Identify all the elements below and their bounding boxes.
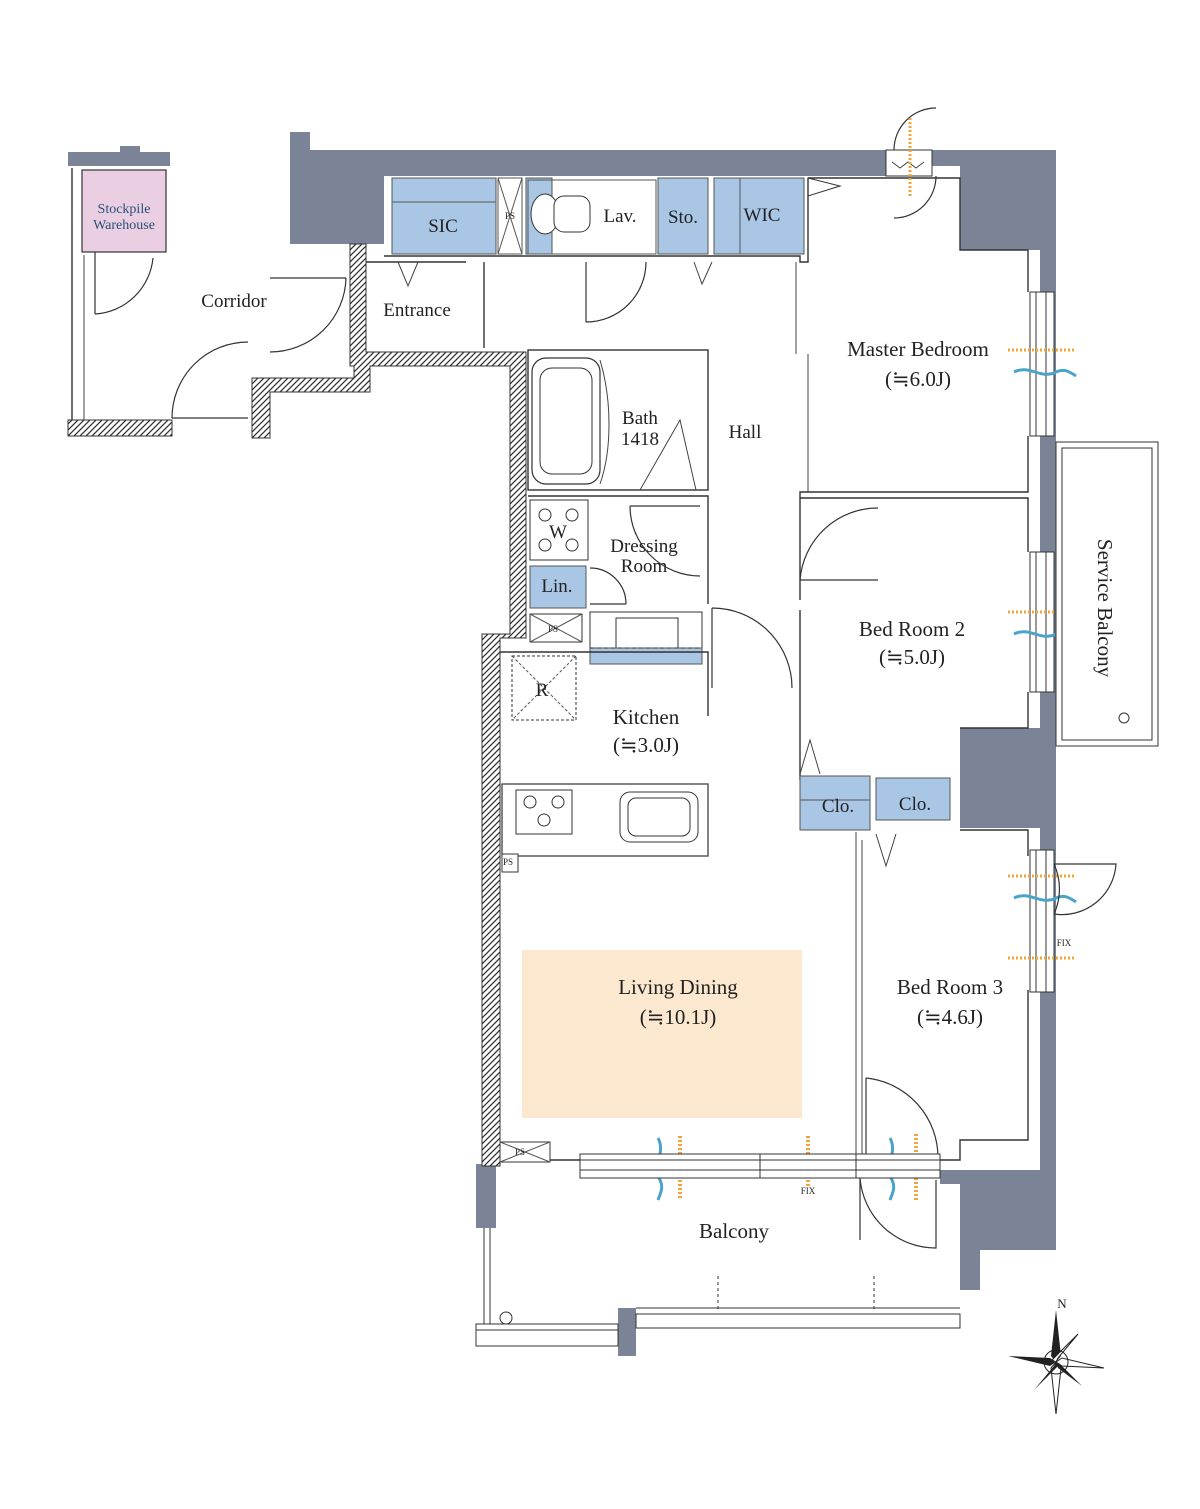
svg-text:PS: PS bbox=[505, 211, 515, 221]
clo-closet-2 bbox=[875, 777, 951, 821]
bedroom3-door[interactable] bbox=[865, 1077, 939, 1159]
sic-closet bbox=[391, 177, 497, 255]
clo-closet-1 bbox=[799, 775, 871, 831]
bed-room-3-label: Bed Room 3 bbox=[897, 975, 1003, 999]
wic-label: WIC bbox=[744, 205, 781, 226]
dressing-room: W Lin. Dressing Room PS bbox=[528, 495, 709, 665]
sto-label: Sto. bbox=[668, 207, 698, 228]
kitchen: R Kitchen (≒3.0J) PS bbox=[500, 651, 709, 873]
bath-door[interactable] bbox=[629, 505, 701, 577]
clo-label-1: Clo. bbox=[822, 796, 854, 817]
lav-label: Lav. bbox=[603, 206, 636, 227]
washer-label: W bbox=[549, 522, 567, 543]
exterior-walls bbox=[290, 132, 1056, 1356]
living-dining-size: (≒10.1J) bbox=[640, 1005, 717, 1029]
entrance-door[interactable] bbox=[269, 277, 347, 353]
svg-text:PS: PS bbox=[515, 1147, 525, 1157]
interior-walls bbox=[366, 177, 1029, 1161]
balcony: Balcony bbox=[475, 1219, 961, 1347]
clo-label-2: Clo. bbox=[899, 794, 931, 815]
sto-closet bbox=[657, 177, 709, 255]
balcony-label: Balcony bbox=[699, 1219, 769, 1243]
washer-icon bbox=[529, 499, 589, 561]
hall-label: Hall bbox=[729, 422, 762, 443]
bed-room-2-label: Bed Room 2 bbox=[859, 617, 965, 641]
fix-label-bottom: FIX bbox=[801, 1186, 816, 1196]
compass-icon: N bbox=[1008, 1296, 1105, 1415]
dressing-label: Dressing bbox=[610, 536, 678, 557]
svg-text:PS: PS bbox=[548, 624, 558, 634]
north-label: N bbox=[1057, 1296, 1067, 1311]
entrance-label: Entrance bbox=[383, 300, 451, 321]
sic-label: SIC bbox=[428, 216, 458, 237]
stove-icon bbox=[515, 789, 573, 835]
stockpile-label: Stockpile bbox=[98, 202, 151, 217]
living-dining-label: Living Dining bbox=[618, 975, 738, 999]
bedroom2-door[interactable] bbox=[799, 507, 879, 581]
lav-door[interactable] bbox=[585, 261, 647, 323]
master-bedroom-size: (≒6.0J) bbox=[885, 367, 951, 391]
kitchen-size: (≒3.0J) bbox=[613, 733, 679, 757]
sink-icon bbox=[619, 791, 699, 843]
service-balcony-label: Service Balcony bbox=[1093, 539, 1117, 678]
top-storage-row: SIC PS Lav. Sto. WIC bbox=[391, 177, 842, 255]
bath-room: Bath 1418 bbox=[527, 349, 709, 491]
windows-right bbox=[1029, 291, 1055, 993]
corridor-door[interactable] bbox=[171, 341, 249, 419]
dressing-room-label: Room bbox=[621, 556, 668, 577]
master-bedroom-label: Master Bedroom bbox=[847, 337, 989, 361]
bath-label: Bath bbox=[622, 408, 658, 429]
bed-room-2-size: (≒5.0J) bbox=[879, 645, 945, 669]
kitchen-label: Kitchen bbox=[613, 705, 680, 729]
fix-label-right: FIX bbox=[1057, 938, 1072, 948]
linen-label: Lin. bbox=[541, 576, 572, 597]
corridor-label: Corridor bbox=[201, 291, 267, 312]
wic-closet bbox=[713, 177, 805, 255]
svg-text:PS: PS bbox=[503, 857, 513, 867]
stockpile-warehouse: Stockpile Warehouse bbox=[67, 146, 173, 437]
bath-size-label: 1418 bbox=[621, 429, 659, 450]
bed-room-3-size: (≒4.6J) bbox=[917, 1005, 983, 1029]
fridge-label: R bbox=[536, 680, 549, 701]
warehouse-label: Warehouse bbox=[93, 218, 155, 233]
dressing-door[interactable] bbox=[711, 607, 793, 689]
shared-wall bbox=[251, 243, 527, 1167]
linen-closet bbox=[529, 565, 587, 609]
service-balcony: Service Balcony bbox=[1055, 441, 1159, 747]
balcony-sliding-doors: FIX bbox=[579, 1153, 941, 1249]
living-dining-highlight bbox=[522, 950, 802, 1118]
